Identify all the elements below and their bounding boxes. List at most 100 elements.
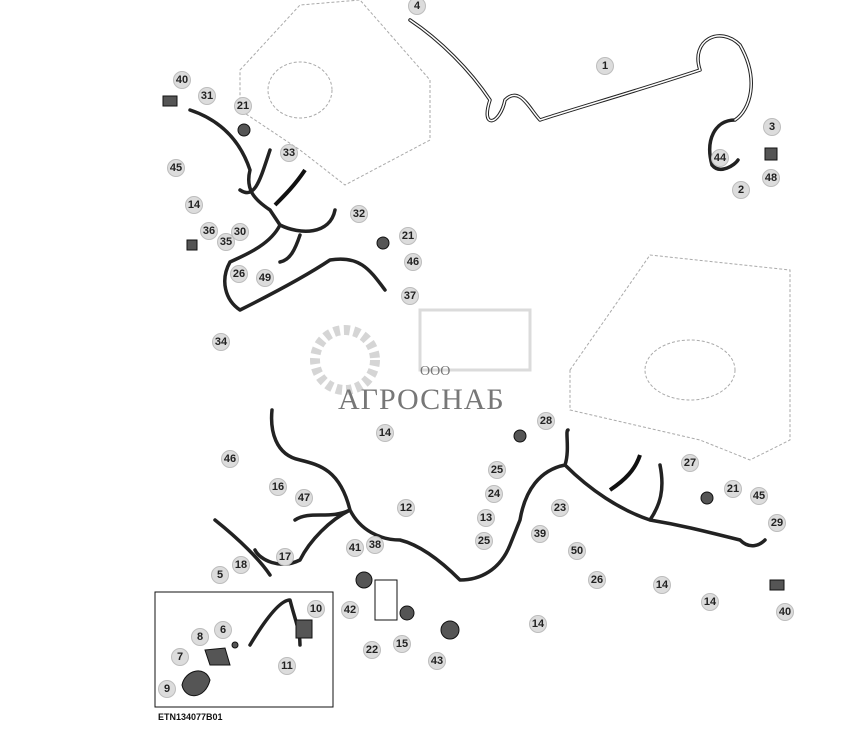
callout-bubble (776, 603, 794, 621)
harness-top (188, 108, 387, 312)
callout-bubble (256, 269, 274, 287)
callout-26: 26 (230, 265, 248, 283)
callout-14: 14 (185, 196, 203, 214)
callout-23: 23 (551, 499, 569, 517)
callout-bubble (366, 536, 384, 554)
callout-22: 22 (363, 641, 381, 659)
callout-bubble (537, 412, 555, 430)
callout-bubble (167, 159, 185, 177)
callout-number: 24 (488, 488, 501, 500)
callout-bubble (399, 227, 417, 245)
callout-bubble (158, 680, 176, 698)
callout-number: 29 (771, 517, 783, 529)
callout-35: 35 (217, 233, 235, 251)
callout-number: 26 (591, 574, 603, 586)
callout-bubble (214, 621, 232, 639)
callout-number: 44 (714, 152, 727, 164)
callout-number: 7 (177, 651, 183, 663)
callout-bubble (701, 593, 719, 611)
callout-number: 26 (233, 268, 245, 280)
callout-30: 30 (231, 223, 249, 241)
callout-number: 15 (396, 638, 408, 650)
callout-number: 3 (769, 121, 775, 133)
callout-number: 21 (402, 230, 414, 242)
callout-number: 14 (379, 427, 392, 439)
hose-1 (408, 18, 753, 171)
callout-bubble (750, 487, 768, 505)
callout-number: 8 (197, 631, 203, 643)
callout-bubble (376, 424, 394, 442)
callout-number: 45 (753, 490, 765, 502)
callout-number: 50 (571, 545, 583, 557)
callout-number: 41 (349, 542, 361, 554)
callout-number: 9 (164, 683, 170, 695)
callout-number: 14 (704, 596, 717, 608)
callout-17: 17 (276, 548, 294, 566)
harness-main (213, 408, 767, 582)
callout-bubble (768, 514, 786, 532)
callout-25: 25 (475, 532, 493, 550)
callout-7: 7 (171, 648, 189, 666)
callout-bubble (173, 71, 191, 89)
callout-bubble (596, 57, 614, 75)
callout-bubble (200, 222, 218, 240)
callout-bubble (401, 287, 419, 305)
callout-33: 33 (280, 144, 298, 162)
callout-number: 42 (344, 604, 356, 616)
callout-bubble (732, 181, 750, 199)
callout-40: 40 (173, 71, 191, 89)
callout-29: 29 (768, 514, 786, 532)
callout-bubble (408, 0, 426, 15)
callout-bubble (529, 615, 547, 633)
engine-cover-bottom (569, 254, 791, 461)
callout-bubble (232, 556, 250, 574)
callout-bubble (230, 265, 248, 283)
callout-1: 1 (596, 57, 614, 75)
callout-bubble (346, 539, 364, 557)
callout-27: 27 (681, 454, 699, 472)
callout-number: 32 (353, 208, 365, 220)
callout-number: 40 (779, 606, 791, 618)
callout-bubble (341, 601, 359, 619)
callout-bubble (191, 628, 209, 646)
callout-bubble (211, 566, 229, 584)
callout-number: 49 (259, 272, 271, 284)
callout-number: 36 (203, 225, 215, 237)
callout-bubble (485, 485, 503, 503)
figure-id: ETN134077B01 (158, 712, 223, 722)
callout-14: 14 (653, 576, 671, 594)
callout-number: 38 (369, 539, 381, 551)
callout-number: 5 (217, 569, 223, 581)
callout-40: 40 (776, 603, 794, 621)
callout-bubble (185, 196, 203, 214)
inset-parts (181, 598, 313, 697)
callout-bubble (428, 652, 446, 670)
callout-bubble (475, 532, 493, 550)
callout-number: 2 (738, 184, 744, 196)
callout-42: 42 (341, 601, 359, 619)
callout-11: 11 (278, 657, 296, 675)
callout-bubble (568, 542, 586, 560)
callout-28: 28 (537, 412, 555, 430)
callout-9: 9 (158, 680, 176, 698)
callout-bubble (221, 450, 239, 468)
callout-18: 18 (232, 556, 250, 574)
callout-37: 37 (401, 287, 419, 305)
callout-4: 4 (408, 0, 426, 15)
callout-bubble (531, 525, 549, 543)
inset-detail-box (154, 591, 334, 708)
callout-number: 25 (478, 535, 490, 547)
callout-number: 30 (234, 226, 246, 238)
callout-bubble (762, 169, 780, 187)
callout-number: 35 (220, 236, 232, 248)
callout-number: 40 (176, 74, 188, 86)
callout-47: 47 (295, 489, 313, 507)
callout-34: 34 (212, 333, 230, 351)
callout-bubble (295, 489, 313, 507)
callout-number: 31 (201, 90, 213, 102)
callout-number: 37 (404, 290, 416, 302)
callout-48: 48 (762, 169, 780, 187)
arrow-up-top (273, 168, 307, 207)
